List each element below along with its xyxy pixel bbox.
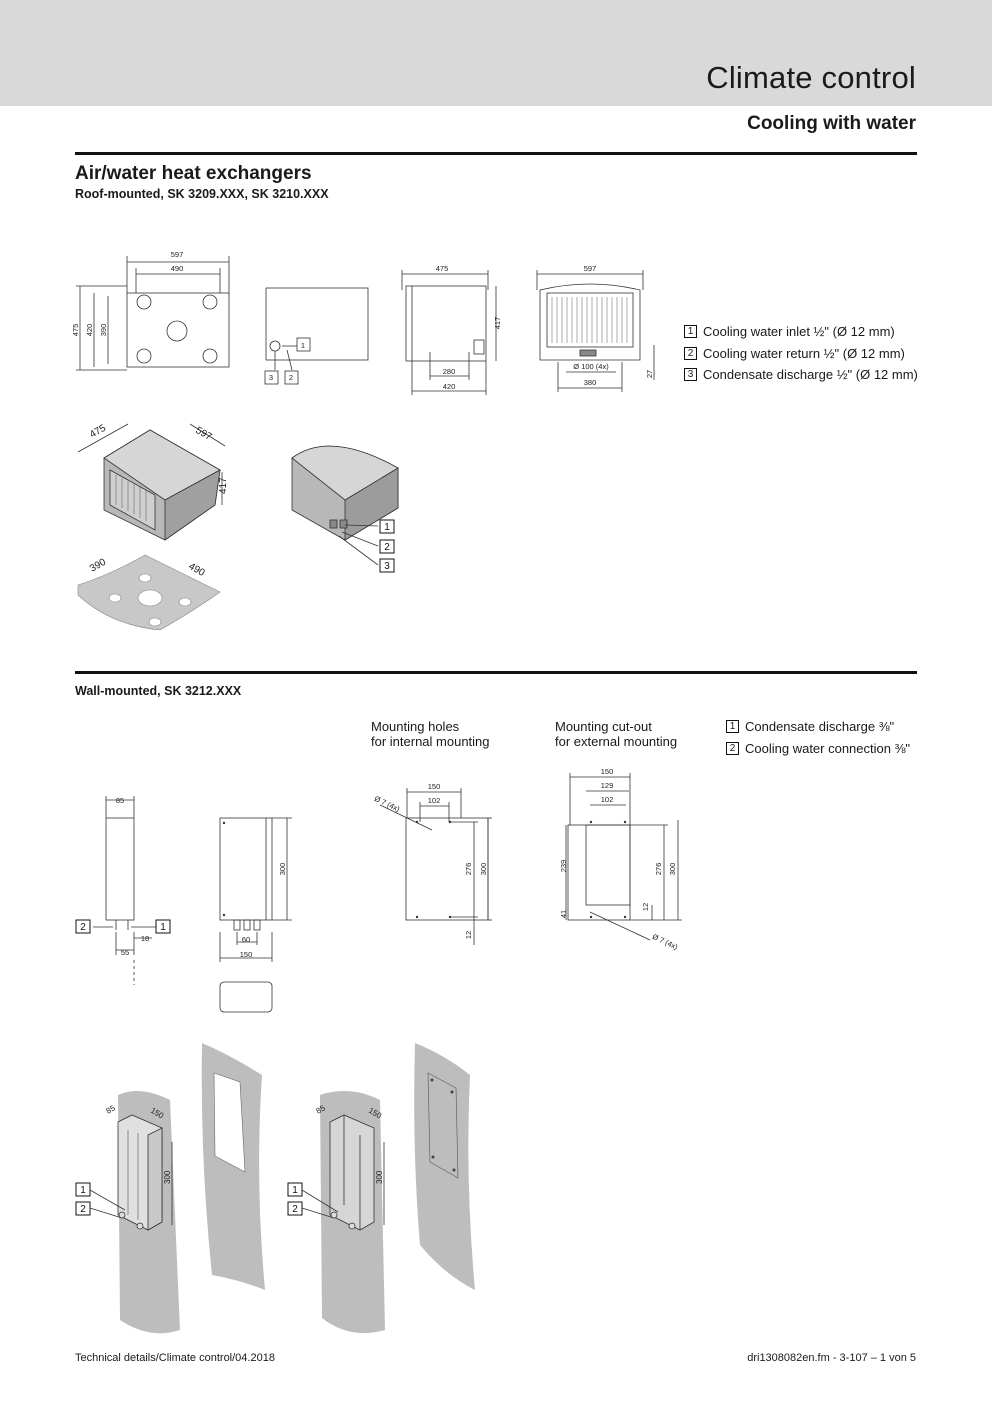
wall-legend: 1 Condensate discharge ⅜" 2 Cooling water … — [726, 716, 910, 759]
legend-text: Condensate discharge ⅜" — [745, 719, 895, 735]
caption-line: for external mounting — [555, 734, 678, 749]
section-subtitle: Wall-mounted, SK 3212.XXX — [75, 684, 242, 698]
legend-item: 1 Cooling water inlet ½" (Ø 12 mm) — [684, 321, 918, 343]
callout-1: 1 — [301, 341, 305, 350]
legend-item: 1 Condensate discharge ⅜" — [726, 716, 910, 738]
roof-legend: 1 Cooling water inlet ½" (Ø 12 mm) 2 Cooli… — [684, 321, 918, 386]
legend-text: Cooling water connection ⅜" — [745, 740, 911, 756]
dim-label: 12 — [641, 903, 650, 911]
dim-label: 475 — [71, 324, 80, 337]
dim-label: 102 — [428, 796, 441, 805]
caption-line: Mounting holes — [371, 719, 460, 734]
dim-label: 85 — [116, 796, 124, 805]
dim-label: 300 — [479, 863, 488, 876]
dim-label: 280 — [443, 367, 456, 376]
dim-label: 129 — [601, 781, 614, 790]
dim-label: 239 — [559, 860, 568, 873]
dim-label: 490 — [171, 264, 184, 273]
callout-2: 2 — [289, 373, 293, 382]
dim-label: 300 — [278, 863, 287, 876]
dim-label: 150 — [240, 950, 253, 959]
dim-label: Ø 7 (4x) — [651, 932, 680, 952]
callout-2: 2 — [80, 1204, 86, 1215]
legend-number: 3 — [684, 368, 697, 382]
wall-mounted-drawings: 85 18 55 300 60 150 150 102 Ø 7 (4x) 276… — [75, 767, 682, 1334]
dim-label: 380 — [584, 378, 597, 387]
callout-2: 2 — [80, 922, 86, 933]
page-subtitle: Cooling with water — [747, 113, 916, 134]
mounting-cutout-caption: Mounting cut-out for external mounting — [555, 719, 677, 749]
dim-label: 55 — [121, 948, 129, 957]
dim-label: 150 — [601, 767, 614, 776]
legend-item: 2 Cooling water return ½" (Ø 12 mm) — [684, 343, 918, 365]
callout-1: 1 — [160, 922, 166, 933]
callout-3: 3 — [269, 373, 273, 382]
legend-item: 3 Condensate discharge ½" (Ø 12 mm) — [684, 364, 918, 386]
dim-label: 102 — [601, 795, 614, 804]
dim-label: 41 — [559, 910, 568, 918]
section-subtitle: Roof-mounted, SK 3209.XXX, SK 3210.XXX — [75, 187, 329, 201]
header-band — [0, 0, 992, 106]
caption-line: for internal mounting — [371, 734, 490, 749]
dim-label: 300 — [163, 1170, 172, 1184]
legend-number: 1 — [726, 720, 739, 734]
page-title: Climate control — [706, 60, 916, 95]
legend-number: 1 — [684, 325, 697, 339]
section-title: Air/water heat exchangers — [75, 163, 312, 184]
top-view-outline — [126, 292, 230, 368]
callout-1: 1 — [80, 1185, 86, 1196]
legend-number: 2 — [684, 346, 697, 360]
dim-label: 597 — [171, 250, 184, 259]
dim-label: 300 — [375, 1170, 384, 1184]
dim-label: 420 — [443, 382, 456, 391]
caption-line: Mounting cut-out — [555, 719, 652, 734]
dim-label: 475 — [436, 264, 449, 273]
legend-text: Cooling water inlet ½" (Ø 12 mm) — [703, 324, 895, 340]
footer-left: Technical details/Climate control/04.201… — [75, 1352, 275, 1364]
dim-label: 390 — [99, 324, 108, 337]
dim-label: 60 — [242, 935, 250, 944]
dim-label: 597 — [584, 264, 597, 273]
mounting-holes-caption: Mounting holes for internal mounting — [371, 719, 490, 749]
dim-label: 276 — [464, 863, 473, 876]
dim-label: 417 — [493, 317, 502, 330]
footer-right: dri1308082en.fm - 3-107 – 1 von 5 — [747, 1352, 916, 1364]
dim-label: Ø 7 (4x) — [373, 794, 402, 814]
legend-text: Condensate discharge ½" (Ø 12 mm) — [703, 367, 918, 383]
legend-item: 2 Cooling water connection ⅜" — [726, 738, 910, 760]
legend-number: 2 — [726, 741, 739, 755]
roof-mounted-drawings: 597 490 475 420 390 1 3 2 475 417 280 42… — [71, 250, 655, 631]
dim-label: Ø 100 (4x) — [573, 362, 609, 371]
callout-2: 2 — [292, 1204, 298, 1215]
section-divider — [75, 671, 917, 674]
dim-label: 300 — [668, 863, 677, 876]
dim-label: 12 — [464, 931, 473, 939]
dim-label: 85 — [105, 1103, 118, 1116]
dim-label: 27 — [645, 370, 654, 378]
dim-label: 18 — [141, 934, 149, 943]
legend-text: Cooling water return ½" (Ø 12 mm) — [703, 345, 905, 361]
dim-label: 417 — [218, 477, 229, 494]
section-divider — [75, 152, 917, 155]
callout-1: 1 — [292, 1185, 298, 1196]
dim-label: 420 — [85, 324, 94, 337]
dim-label: 276 — [654, 863, 663, 876]
dim-label: 150 — [428, 782, 441, 791]
